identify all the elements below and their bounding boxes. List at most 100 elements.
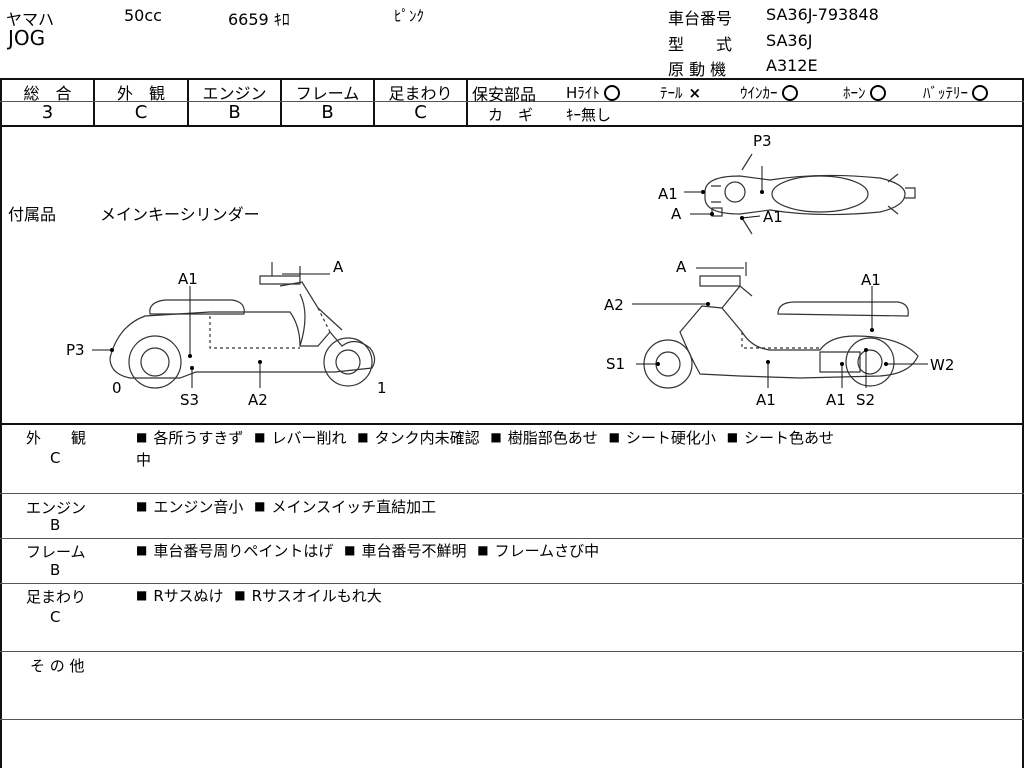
- ok-circle-icon: [972, 84, 989, 101]
- tail-item: ﾃｰﾙ ×: [660, 82, 701, 103]
- right-label-a1-bottom-left: A1: [756, 391, 776, 409]
- frame-note-list: ■ 車台番号周りペイントはげ ■ 車台番号不鮮明 ■ フレームさび中: [136, 540, 599, 563]
- frame-grade-label: フレーム: [295, 84, 360, 103]
- left-label-0: 0: [112, 379, 122, 397]
- suspension-note-label: 足まわり: [26, 588, 87, 606]
- notes-divider: [0, 538, 1024, 539]
- maker: ヤマハ: [6, 10, 55, 29]
- suspension-grade-value: C: [414, 102, 427, 123]
- frame-note-grade: B: [50, 561, 61, 579]
- safety-label: 保安部品: [472, 85, 537, 104]
- tail-label: ﾃｰﾙ: [660, 84, 683, 102]
- top-label-a1-left: A1: [658, 185, 678, 203]
- bullet-icon: ■: [254, 499, 266, 513]
- grade-divider: [466, 78, 468, 126]
- type-label: 型 式: [668, 35, 733, 54]
- bullet-icon: ■: [234, 588, 246, 602]
- exterior-note-label: 外 観: [26, 429, 87, 447]
- left-label-a1: A1: [178, 270, 198, 288]
- bullet-icon: ■: [254, 430, 266, 444]
- right-label-a1-top: A1: [861, 271, 881, 289]
- other-note-label: そ の 他: [30, 657, 85, 675]
- note-item: エンジン音小: [153, 498, 244, 516]
- exterior-note-list: ■各所うすきず ■レバー削れ ■タンク内未確認 ■樹脂部色あせ ■シート硬化小 …: [136, 427, 1016, 450]
- engine-value: A312E: [766, 56, 818, 75]
- grade-divider: [187, 78, 189, 126]
- note-item: Rサスオイルもれ大: [251, 587, 382, 605]
- note-item: レバー削れ: [271, 429, 347, 447]
- displacement: 50cc: [124, 6, 162, 25]
- notes-divider: [0, 719, 1024, 720]
- bullet-icon: ■: [344, 543, 356, 557]
- engine-note-label: エンジン: [26, 499, 87, 517]
- engine-note-list: ■ エンジン音小 ■ メインスイッチ直結加工: [136, 496, 436, 519]
- winker-item: ｳｲﾝｶｰ: [740, 82, 798, 103]
- top-label-p3: P3: [753, 132, 772, 150]
- overall-value: 3: [41, 102, 54, 123]
- bullet-icon: ■: [490, 430, 502, 444]
- bullet-icon: ■: [136, 430, 148, 444]
- note-item: タンク内未確認: [374, 429, 480, 447]
- notes-top-border: [0, 423, 1024, 425]
- frame-no-label: 車台番号: [668, 9, 733, 28]
- notes-divider: [0, 651, 1024, 652]
- grade-top-border: [0, 78, 1024, 80]
- note-item: メインスイッチ直結加工: [271, 498, 437, 516]
- top-label-a1-right: A1: [763, 208, 783, 226]
- notes-divider: [0, 493, 1024, 494]
- right-label-a2: A2: [604, 296, 624, 314]
- bullet-icon: ■: [726, 430, 739, 444]
- overall-label: 総 合: [23, 84, 72, 103]
- winker-label: ｳｲﾝｶｰ: [740, 84, 778, 102]
- notes-divider: [0, 583, 1024, 584]
- note-item: 車台番号周りペイントはげ: [153, 542, 334, 560]
- ok-circle-icon: [869, 84, 886, 101]
- note-item: Rサスぬけ: [153, 587, 224, 605]
- right-label-s1: S1: [606, 355, 625, 373]
- bullet-icon: ■: [136, 588, 148, 602]
- frame-grade-value: B: [321, 102, 334, 123]
- right-label-s2: S2: [856, 391, 875, 409]
- horn-label: ﾎｰﾝ: [843, 84, 866, 102]
- color: ﾋﾟﾝｸ: [394, 7, 425, 25]
- left-label-1: 1: [377, 379, 387, 397]
- ok-circle-icon: [603, 84, 620, 101]
- left-label-s3: S3: [180, 391, 199, 409]
- grade-divider: [373, 78, 375, 126]
- exterior-label: 外 観: [116, 84, 165, 103]
- suspension-note-list: ■ Rサスぬけ ■ Rサスオイルもれ大: [136, 585, 382, 608]
- horn-item: ﾎｰﾝ: [843, 82, 886, 103]
- right-label-a: A: [676, 258, 687, 276]
- engine-note-grade: B: [50, 516, 61, 534]
- key-value: ｷｰ無し: [566, 106, 612, 124]
- battery-item: ﾊﾞｯﾃﾘｰ: [923, 82, 989, 103]
- frame-no-value: SA36J-793848: [766, 5, 879, 24]
- mileage: 6659 ｷﾛ: [228, 10, 290, 29]
- left-label-a: A: [333, 258, 344, 276]
- suspension-note-grade: C: [50, 608, 61, 626]
- type-value: SA36J: [766, 31, 813, 50]
- note-item: シート色あせ: [744, 429, 835, 447]
- left-label-p3: P3: [66, 341, 85, 359]
- engine-grade-label: エンジン: [202, 84, 267, 103]
- note-item: 車台番号不鮮明: [361, 542, 467, 560]
- bullet-icon: ■: [136, 543, 148, 557]
- model-name: JOG: [8, 26, 46, 50]
- engine-label: 原 動 機: [668, 60, 727, 79]
- left-view-scooter: [109, 262, 376, 389]
- grade-mid-line: [0, 101, 466, 102]
- headlight-label: Hﾗｲﾄ: [566, 84, 600, 102]
- note-item: フレームさび中: [494, 542, 600, 560]
- suspension-grade-label: 足まわり: [388, 84, 453, 103]
- accessories-label: 付属品: [8, 205, 57, 224]
- top-view-scooter: [704, 153, 916, 235]
- accessories-value: メインキーシリンダー: [100, 205, 260, 224]
- bullet-icon: ■: [477, 543, 489, 557]
- bullet-icon: ■: [136, 499, 148, 513]
- engine-grade-value: B: [228, 102, 241, 123]
- tail-mark: ×: [688, 84, 702, 102]
- damage-diagram: P3 A1 A A1 A1 A P3 0 S3 A2 1 A A2 A1 S1 …: [66, 132, 954, 409]
- exterior-note-tail: 中: [136, 451, 152, 469]
- key-label: カ ギ: [488, 106, 534, 124]
- safety-mid-line: [466, 101, 1024, 102]
